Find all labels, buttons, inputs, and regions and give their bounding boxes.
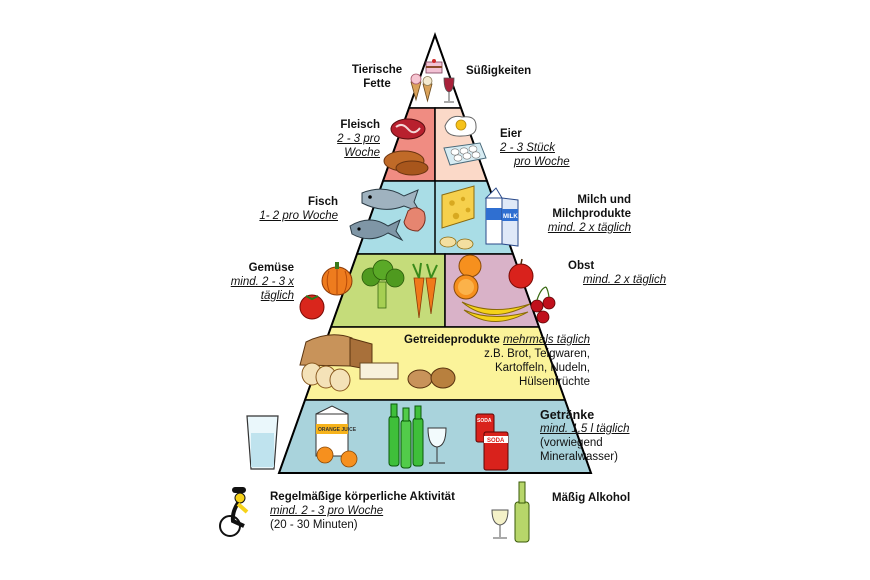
- label-getraenke-title: Getränke: [540, 408, 595, 422]
- fried-meat-icon: [383, 150, 429, 176]
- label-gemuese-freq-2: täglich: [260, 290, 294, 302]
- label-fisch-title: Fisch: [307, 196, 338, 208]
- soda-can-icon: SODA SODA: [475, 413, 509, 471]
- label-alcohol: Mäßig Alkohol: [552, 492, 631, 504]
- label-getreide-freq: mehrmals täglich: [503, 334, 590, 346]
- label-fleisch-title: Fleisch: [340, 119, 380, 131]
- potato-icon: [407, 367, 456, 389]
- label-getreide-title: Getreideprodukte: [404, 334, 500, 346]
- pumpkin-icon: [321, 262, 353, 296]
- label-eier-freq-1: 2 - 3 Stück: [500, 142, 555, 154]
- label-getraenke-freq: mind. 1,5 l täglich: [540, 423, 630, 435]
- label-activity: Regelmäßige körperliche Aktivität mind. …: [270, 490, 455, 532]
- milk-carton-icon: MILK: [484, 187, 519, 247]
- label-gemuese-title: Gemüse: [248, 262, 294, 274]
- label-getraenke-detail-1: (vorwiegend: [540, 437, 603, 449]
- cheese-icon: [439, 185, 475, 250]
- label-activity-title: Regelmäßige körperliche Aktivität: [270, 491, 455, 503]
- label-getreide-detail-2: Kartoffeln, Nudeln,: [494, 362, 590, 374]
- label-obst-freq: mind. 2 x täglich: [583, 274, 667, 286]
- label-activity-freq: mind. 2 - 3 pro Woche: [270, 505, 384, 517]
- wine-bottle-icon: [491, 481, 530, 543]
- label-eier: Eier 2 - 3 Stück pro Woche: [500, 127, 570, 169]
- svg-text:ORANGE JUICE: ORANGE JUICE: [318, 427, 357, 433]
- label-tierische-fette: Tierische Fette: [351, 64, 403, 90]
- broccoli-icon: [361, 259, 405, 309]
- label-fleisch-freq-1: 2 - 3 pro: [337, 133, 380, 145]
- cyclist-icon: [219, 487, 249, 537]
- water-glass-icon: [246, 415, 279, 470]
- label-getraenke-detail-2: Mineralwasser): [540, 451, 618, 463]
- label-milch-freq: mind. 2 x täglich: [547, 222, 631, 234]
- fish-icon: [349, 188, 426, 242]
- label-getreide-head: Getreideprodukte mehrmals täglich: [380, 333, 590, 347]
- steak-icon: [390, 118, 426, 140]
- label-obst: Obst mind. 2 x täglich: [568, 259, 666, 287]
- label-fleisch-freq-2: Woche: [344, 147, 380, 159]
- label-suessigkeiten: Süßigkeiten: [466, 65, 532, 77]
- orange-icon: [453, 254, 482, 300]
- svg-text:MILK: MILK: [503, 214, 518, 220]
- label-getreide-detail-3: Hülsenfrüchte: [519, 376, 590, 388]
- carrot-icon: [412, 262, 438, 319]
- label-milch: Milch und Milchprodukte mind. 2 x täglic…: [521, 193, 631, 235]
- label-gemuese-freq-1: mind. 2 - 3 x: [230, 276, 294, 288]
- label-milch-title-1: Milch und: [577, 194, 631, 206]
- ice-cream-icon: [410, 73, 433, 103]
- bread-loaf-icon: [299, 334, 399, 392]
- cake-icon: [425, 59, 443, 74]
- svg-text:SODA: SODA: [487, 438, 505, 444]
- banana-icon: [461, 301, 531, 322]
- label-fisch-freq: 1- 2 pro Woche: [259, 210, 338, 222]
- label-getraenke: Getränke mind. 1,5 l täglich (vorwiegend…: [540, 408, 630, 464]
- label-eier-freq-2: pro Woche: [514, 156, 570, 168]
- egg-carton-icon: [443, 142, 487, 166]
- fried-egg-icon: [444, 115, 477, 137]
- label-gemuese: Gemüse mind. 2 - 3 x täglich: [214, 261, 294, 303]
- label-fleisch: Fleisch 2 - 3 pro Woche: [300, 118, 380, 160]
- juice-carton-icon: ORANGE JUICE: [315, 405, 358, 468]
- label-eier-title: Eier: [500, 128, 522, 140]
- label-activity-detail: (20 - 30 Minuten): [270, 519, 358, 531]
- label-fisch: Fisch 1- 2 pro Woche: [230, 195, 338, 223]
- bottles-icon: [388, 403, 447, 469]
- label-getreide: Getreideprodukte mehrmals täglich z.B. B…: [380, 333, 590, 389]
- cherries-icon: [530, 286, 556, 324]
- wine-glass-icon: [443, 77, 455, 103]
- label-getreide-detail-1: z.B. Brot, Teigwaren,: [484, 348, 590, 360]
- svg-text:SODA: SODA: [477, 418, 492, 424]
- label-milch-title-2: Milchprodukte: [552, 208, 631, 220]
- label-obst-title: Obst: [568, 260, 595, 272]
- apple-icon: [508, 258, 534, 289]
- tomato-icon: [299, 294, 325, 320]
